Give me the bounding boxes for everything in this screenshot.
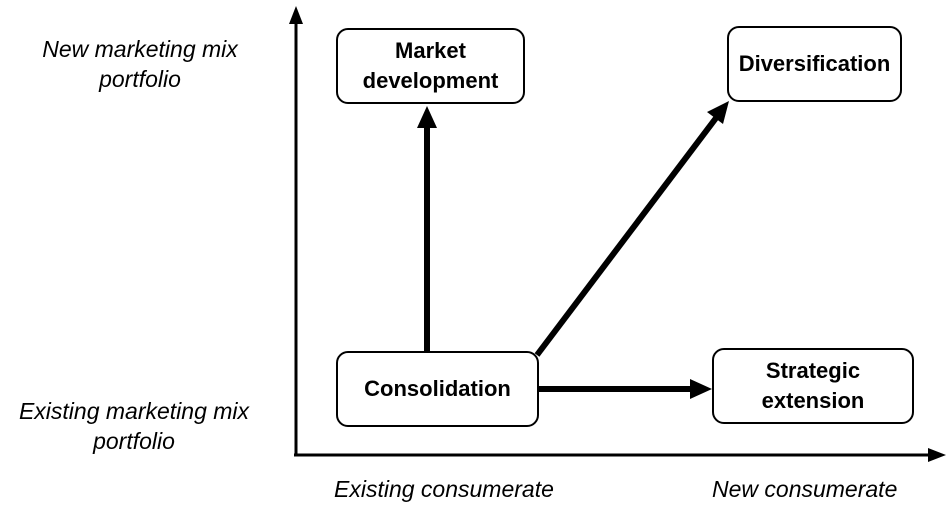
y-axis-arrowhead [289,6,303,24]
y-axis-label-existing-marketing-mix: Existing marketing mix portfolio [4,396,264,456]
y-axis-label-new-line-1: New marketing mix [42,36,238,62]
y-axis-label-new-marketing-mix: New marketing mix portfolio [30,34,250,94]
arrow-to-strategic-extension-head [690,379,712,399]
y-axis-label-new-line-2: portfolio [99,66,181,92]
arrow-to-diversification-head [707,101,729,124]
box-market-development: Market development [336,28,525,104]
box-consolidation: Consolidation [336,351,539,427]
x-axis-label-existing-consumerate: Existing consumerate [334,476,554,502]
y-axis-label-existing-line-2: portfolio [93,428,175,454]
arrow-to-diversification [534,116,719,357]
box-strategic-extension: Strategic extension [712,348,914,424]
box-diversification: Diversification [727,26,902,102]
y-axis-label-existing-line-1: Existing marketing mix [18,398,250,424]
arrow-to-market-development-head [417,106,437,128]
x-axis-arrowhead [928,448,946,462]
x-axis-label-new-consumerate: New consumerate [712,476,898,502]
